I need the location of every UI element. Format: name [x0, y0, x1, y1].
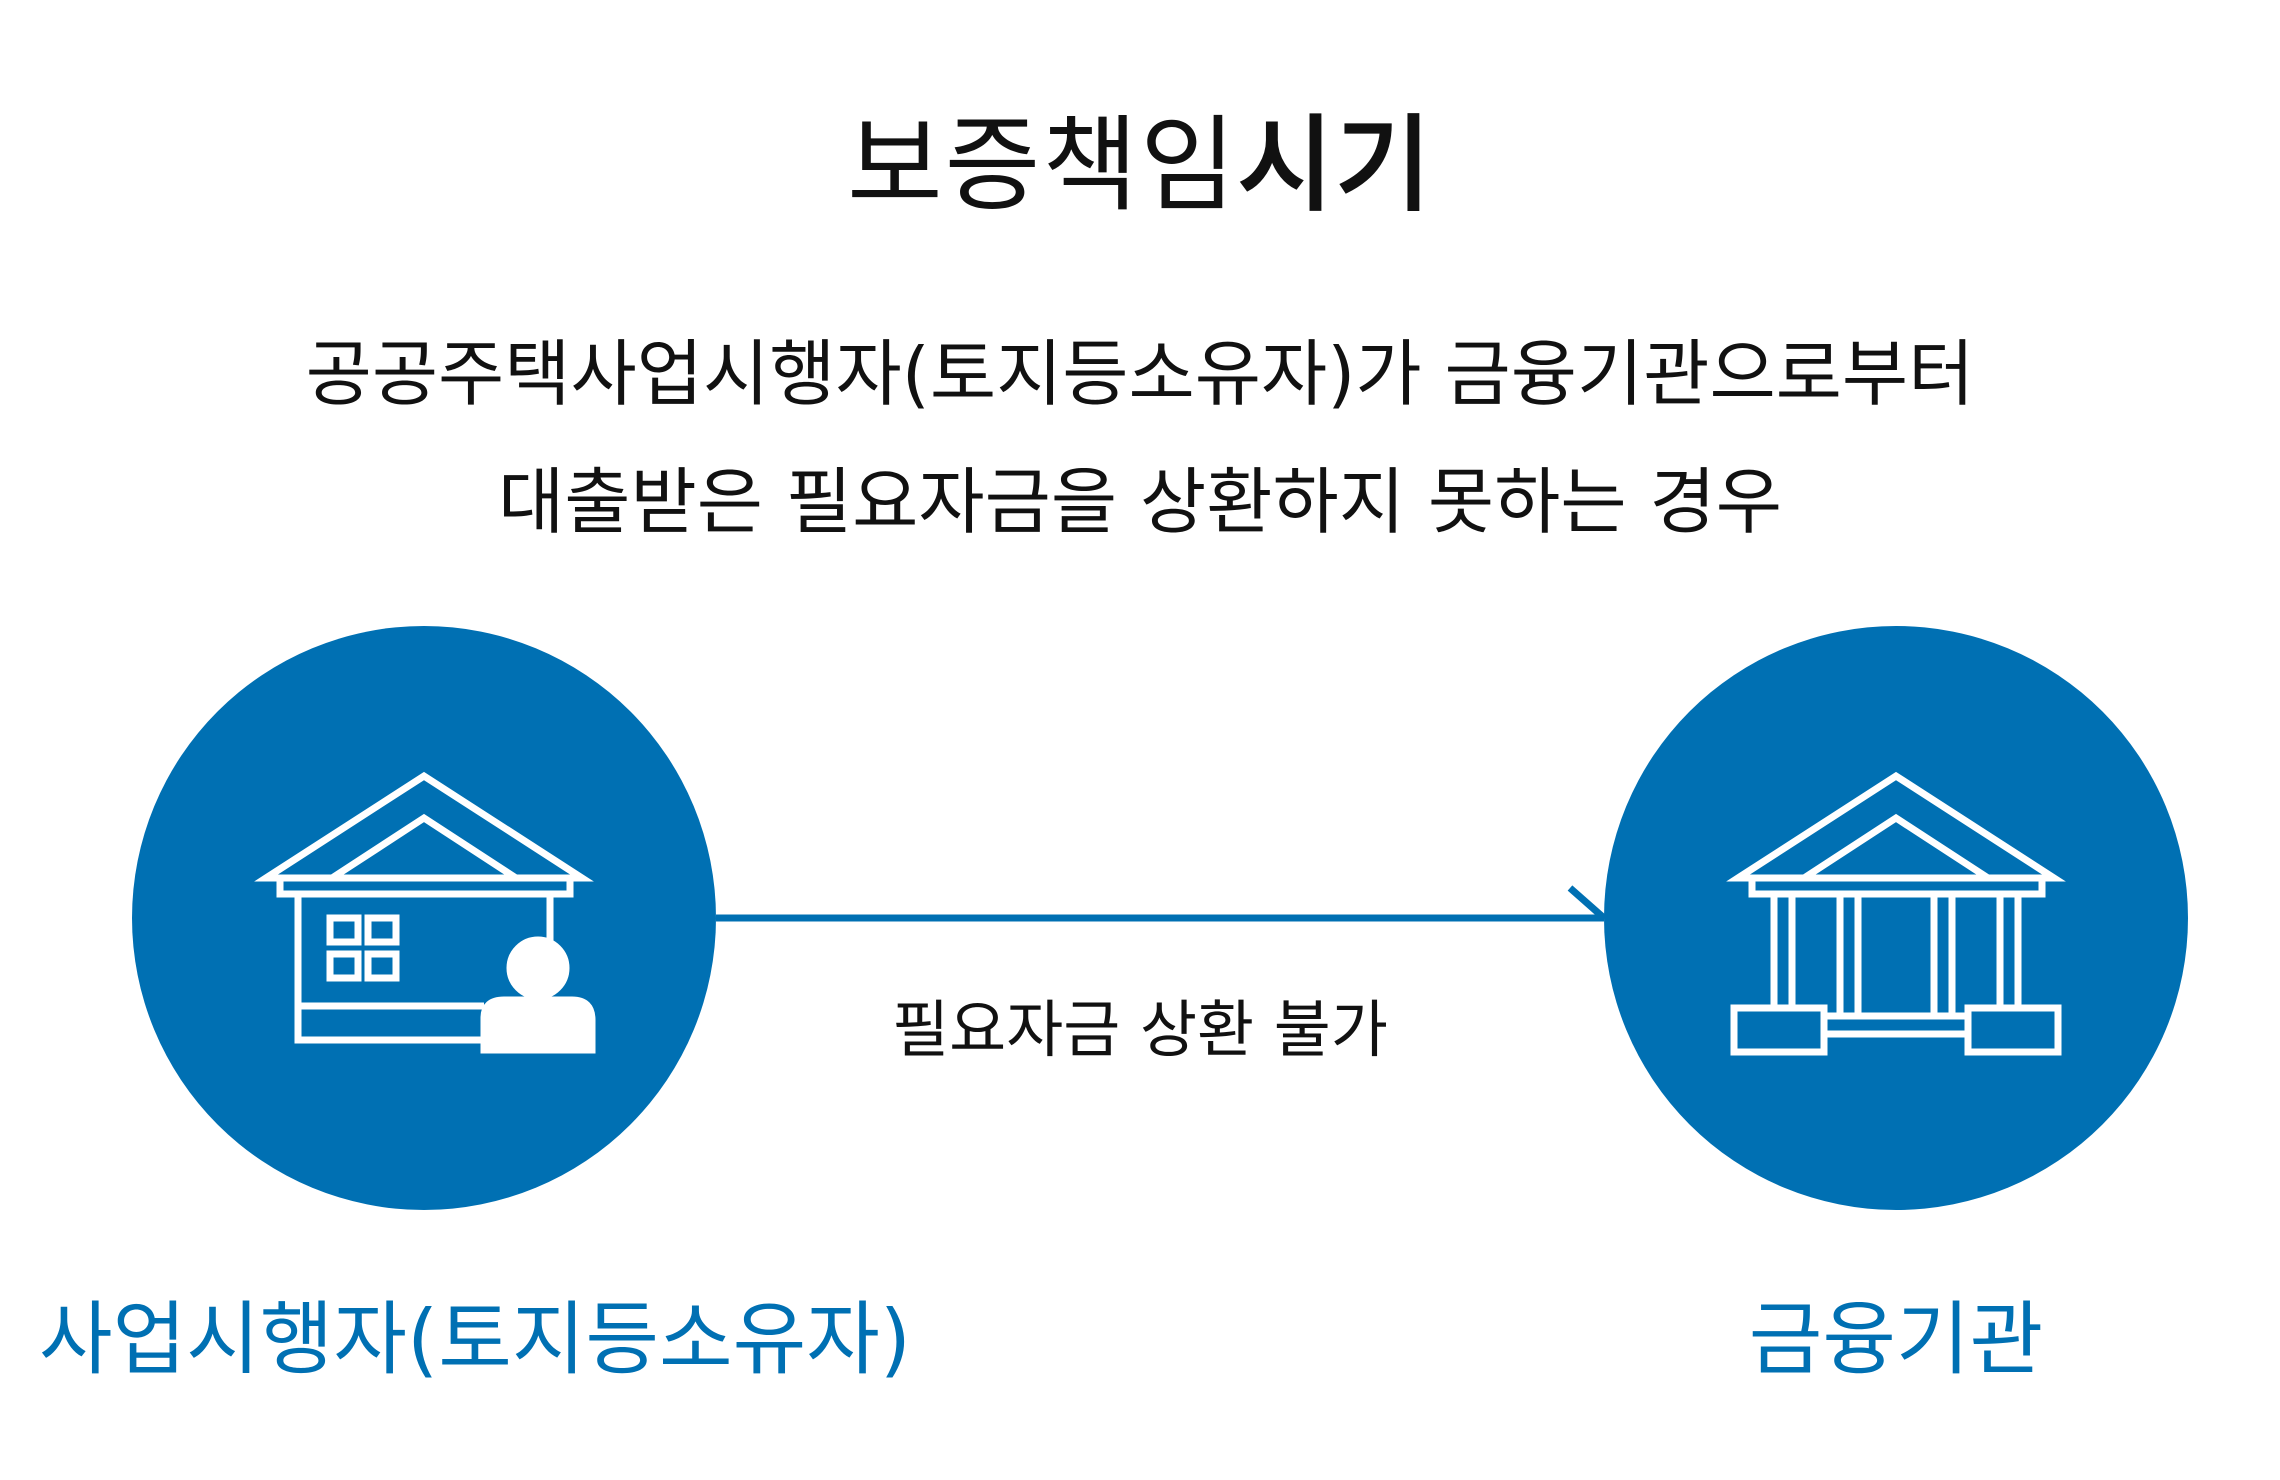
arrow-label: 필요자금 상환 불가: [892, 993, 1388, 1066]
description-line-1: 공공주택사업시행자(토지등소유자)가 금융기관으로부터: [305, 332, 1975, 416]
title-regular: 보증책임: [846, 104, 1238, 226]
bank-circle: [1604, 626, 2188, 1210]
diagram-title: 보증책임시기: [0, 100, 2280, 230]
house-with-person-icon: [254, 771, 596, 1054]
operator-circle: [132, 626, 716, 1210]
operator-label: 사업시행자(토지등소유자): [38, 1293, 912, 1386]
title-bold: 시기: [1237, 104, 1434, 226]
description-line-2: 대출받은 필요자금을 상환하지 못하는 경우: [498, 460, 1782, 544]
bank-label: 금융기관: [1748, 1293, 2044, 1386]
bank-building-icon: [1726, 771, 2066, 1056]
